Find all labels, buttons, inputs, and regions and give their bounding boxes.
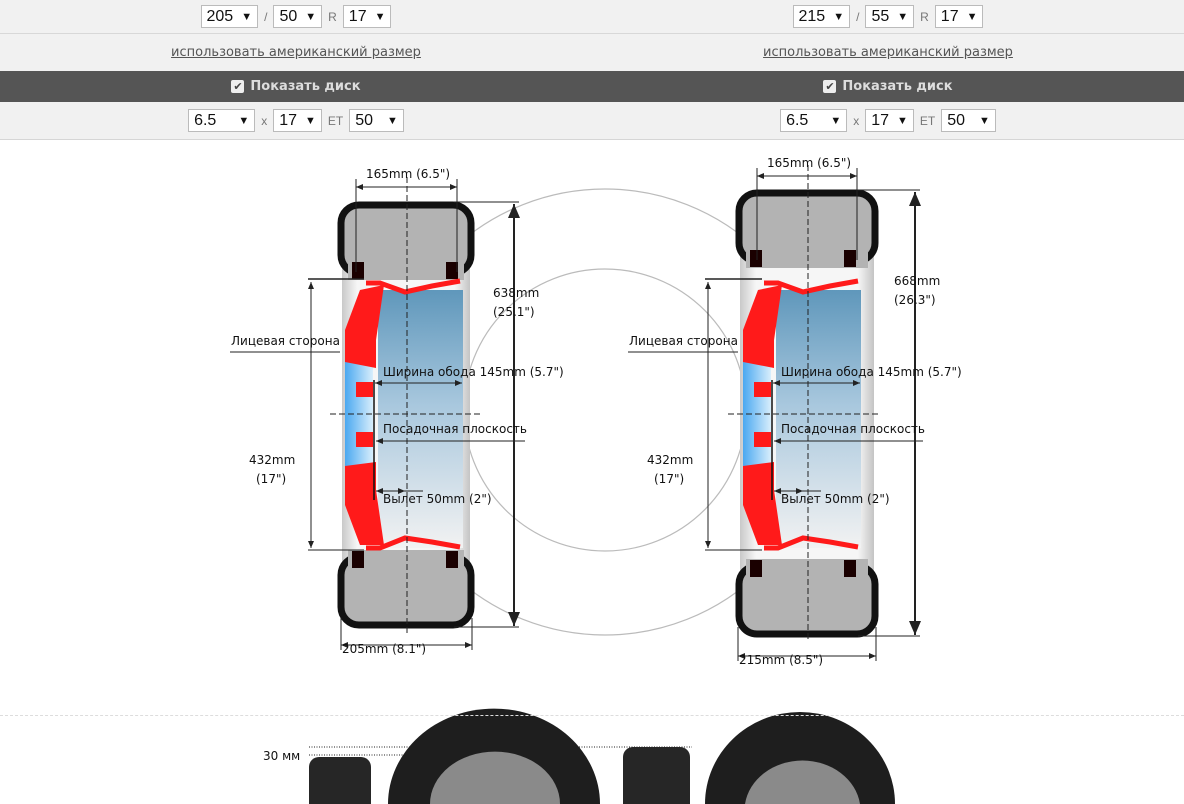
- disk-diameter-select[interactable]: 17▼: [865, 109, 914, 132]
- tire-width-select[interactable]: 215▼: [792, 5, 851, 28]
- wheel-disk-image: [745, 760, 860, 804]
- show-disk-checkbox[interactable]: ✔Показать диск: [231, 79, 361, 94]
- us-size-link[interactable]: использовать американский размер: [171, 45, 421, 60]
- dim-label-offset: Вылет 50mm (2"): [781, 492, 890, 506]
- tire-width-select[interactable]: 205▼: [200, 5, 259, 28]
- dim-label-rim-d-mm: 432mm: [249, 453, 296, 467]
- tire-tread-image: [623, 747, 690, 804]
- disk-width-select[interactable]: 6.5▼: [188, 109, 256, 132]
- disk-size-row: 6.5▼ x 17▼ ET 50▼ 6.5▼ x 17▼ ET 50▼: [0, 102, 1184, 140]
- chevron-down-icon: ▼: [897, 10, 909, 23]
- dim-label-rim-d-in: (17"): [256, 472, 287, 486]
- tire-bead-bottom: [750, 560, 762, 577]
- rim-profile-top: [366, 278, 461, 295]
- chevron-down-icon: ▼: [979, 114, 990, 127]
- tire-top-fill: [348, 260, 464, 280]
- dim-label-outer-d-in: (26.3"): [894, 293, 936, 307]
- wheel-disk-image: [430, 751, 560, 804]
- dim-label-rim-d-in: (17"): [654, 472, 685, 486]
- chevron-down-icon: ▼: [305, 114, 316, 127]
- show-disk-bar: ✔Показать диск ✔Показать диск: [0, 71, 1184, 102]
- rim-spoke-top: [345, 285, 384, 368]
- dim-label-outer-d-mm: 668mm: [894, 274, 941, 288]
- disk-diameter-select[interactable]: 17▼: [273, 109, 322, 132]
- tire-bead-bottom: [352, 551, 364, 568]
- hub-bolt-top: [356, 382, 373, 397]
- us-size-link[interactable]: использовать американский размер: [763, 45, 1013, 60]
- dim-label-face: Лицевая сторона: [231, 334, 340, 348]
- tire-bottom-fill: [746, 559, 868, 579]
- show-disk-checkbox[interactable]: ✔Показать диск: [823, 79, 953, 94]
- dim-label-rim-w: Ширина обода 145mm (5.7"): [383, 365, 564, 379]
- chevron-down-icon: ▼: [387, 114, 398, 127]
- tire-bead-top: [750, 250, 762, 267]
- tire-rim-select[interactable]: 17▼: [934, 5, 984, 28]
- dim-label-rim-w: Ширина обода 145mm (5.7"): [781, 365, 962, 379]
- tire-profile-select[interactable]: 50▼: [273, 5, 323, 28]
- right-tire-size: 215▼ / 55▼ R 17▼: [592, 0, 1184, 33]
- dim-label-mount: Посадочная плоскость: [781, 422, 925, 436]
- tire-top-fill: [746, 248, 868, 268]
- chevron-down-icon: ▼: [305, 10, 317, 23]
- section-divider: [0, 715, 1184, 716]
- tire-bead-top: [446, 262, 458, 279]
- tire-bottom-fill: [348, 550, 464, 570]
- rim-profile-bottom: [764, 535, 859, 551]
- disk-et-select[interactable]: 50▼: [941, 109, 996, 132]
- hub-bolt-bottom: [754, 432, 771, 447]
- rim-profile-top: [764, 278, 859, 295]
- hub-bolt-bottom: [356, 432, 373, 447]
- dim-label-face: Лицевая сторона: [629, 334, 738, 348]
- left-tire-size: 205▼ / 50▼ R 17▼: [0, 0, 592, 33]
- dim-label-outer-d-in: (25.1"): [493, 305, 535, 319]
- disk-width-select[interactable]: 6.5▼: [780, 109, 848, 132]
- checkmark-icon: ✔: [231, 80, 245, 93]
- rim-spoke-top: [743, 285, 782, 368]
- dim-label-tire-width: 205mm (8.1"): [342, 642, 427, 656]
- chevron-down-icon: ▼: [830, 114, 842, 127]
- chevron-down-icon: ▼: [833, 10, 845, 23]
- tire-bead-top: [352, 262, 364, 279]
- clearance-label: 30 мм: [263, 749, 301, 763]
- dim-label-outer-d-mm: 638mm: [493, 286, 540, 300]
- dim-label-rim-width-top: 165mm (6.5"): [767, 156, 852, 170]
- tire-tread-image: [309, 757, 371, 804]
- rim-barrel: [776, 290, 861, 548]
- chevron-down-icon: ▼: [966, 10, 978, 23]
- dim-label-rim-width-top: 165mm (6.5"): [366, 167, 451, 181]
- dim-label-mount: Посадочная плоскость: [383, 422, 527, 436]
- chevron-down-icon: ▼: [897, 114, 908, 127]
- dim-label-tire-width: 215mm (8.5"): [739, 653, 824, 667]
- chevron-down-icon: ▼: [374, 10, 386, 23]
- disk-et-select[interactable]: 50▼: [349, 109, 404, 132]
- dim-label-offset: Вылет 50mm (2"): [383, 492, 492, 506]
- chevron-down-icon: ▼: [241, 10, 253, 23]
- checkmark-icon: ✔: [823, 80, 837, 93]
- tire-rim-select[interactable]: 17▼: [342, 5, 392, 28]
- tire-bead-bottom: [844, 560, 856, 577]
- tire-bead-bottom: [446, 551, 458, 568]
- tire-bead-top: [844, 250, 856, 267]
- rim-profile-bottom: [366, 535, 461, 551]
- us-size-row: использовать американский размер использ…: [0, 34, 1184, 71]
- dim-label-rim-d-mm: 432mm: [647, 453, 694, 467]
- hub-bolt-top: [754, 382, 771, 397]
- rim-barrel: [378, 290, 463, 548]
- tire-size-row: 205▼ / 50▼ R 17▼ 215▼ / 55▼ R 17▼: [0, 0, 1184, 34]
- tire-profile-select[interactable]: 55▼: [865, 5, 915, 28]
- chevron-down-icon: ▼: [238, 114, 250, 127]
